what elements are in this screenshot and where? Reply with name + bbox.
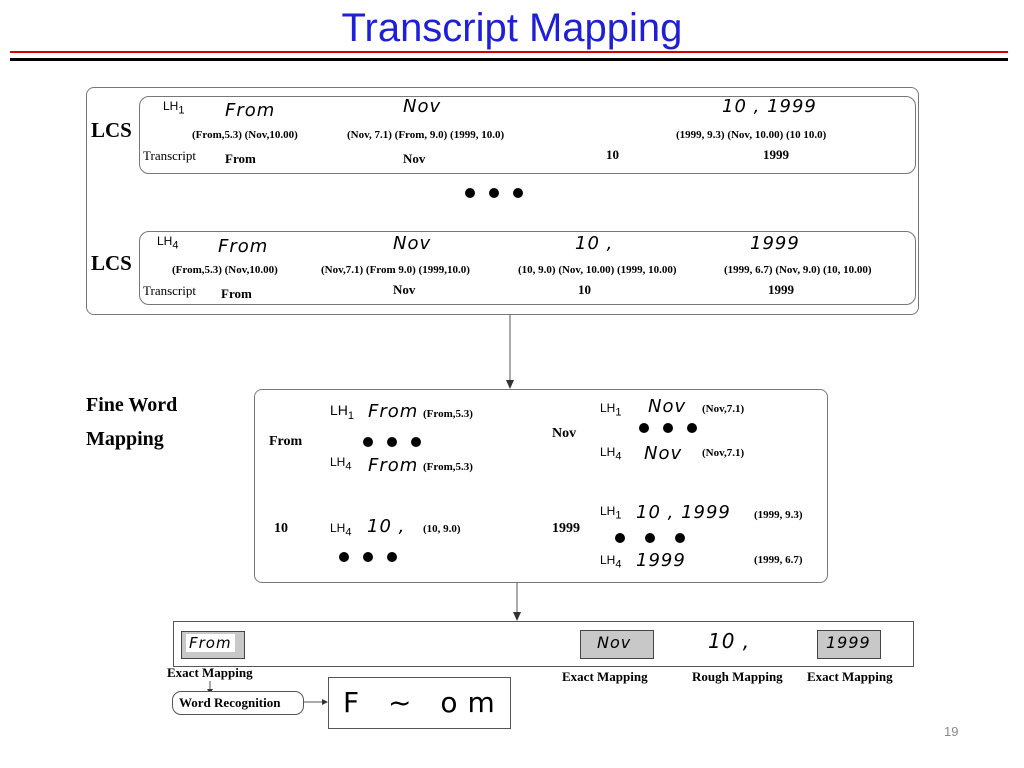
- handwritten-from-lh1: From: [225, 100, 276, 121]
- fine-word-1999: 1999: [552, 521, 580, 536]
- ellipsis-dots-lcs: [465, 188, 523, 198]
- lh4-tag: LH4: [157, 234, 179, 252]
- word-image-1999: 1999: [817, 630, 881, 659]
- fine-hw-nov-lh4: Nov: [644, 443, 683, 464]
- fine-hw-from-lh1: From: [368, 401, 419, 422]
- fine-score-from-lh4: (From,5.3): [423, 461, 473, 473]
- page-number: 19: [944, 724, 959, 739]
- lcs-box-lh1: [139, 96, 916, 174]
- slide-title: Transcript Mapping: [341, 6, 683, 50]
- fine-word-from: From: [269, 434, 303, 449]
- word-image-10: 10 ,: [708, 629, 751, 653]
- fine-lh4-from: LH4: [330, 455, 352, 473]
- fine-word-nov: Nov: [552, 426, 577, 441]
- transcript-label-1: Transcript: [143, 148, 196, 163]
- lcs-label-1: LCS: [91, 118, 132, 142]
- fine-word-10: 10: [274, 521, 288, 536]
- word-image-from: From: [181, 631, 245, 659]
- candidates-1999-lh1: (1999, 9.3) (Nov, 10.00) (10 10.0): [676, 129, 827, 141]
- title-rule-black: [10, 58, 1008, 61]
- fine-hw-1999-lh4: 1999: [636, 550, 686, 571]
- word-image-nov: Nov: [580, 630, 654, 659]
- fine-mapping-panel: [254, 389, 828, 583]
- fine-word-mapping-label-1: Fine Word: [86, 394, 178, 416]
- candidates-nov-lh1: (Nov, 7.1) (From, 9.0) (1999, 10.0): [347, 129, 505, 141]
- fine-lh1-from: LH1: [330, 402, 355, 422]
- fine-word-mapping-label-2: Mapping: [86, 428, 164, 450]
- fine-score-1999-lh1: (1999, 9.3): [754, 509, 803, 521]
- fine-hw-from-lh4: From: [368, 455, 419, 476]
- mapping-result-strip: [173, 621, 914, 667]
- ellipsis-dots-1999: [615, 533, 685, 543]
- label-rough-mapping-10: Rough Mapping: [692, 669, 783, 684]
- fine-hw-1999-lh1: 10 , 1999: [636, 502, 731, 523]
- fine-score-nov-lh4: (Nov,7.1): [702, 447, 745, 459]
- lcs-box-lh4: [139, 231, 916, 305]
- transcript-word-1999-2: 1999: [768, 282, 794, 297]
- ellipsis-dots-10: [339, 552, 397, 562]
- handwritten-10-lh4: 10 ,: [575, 233, 614, 254]
- label-exact-mapping-nov: Exact Mapping: [562, 669, 648, 684]
- word-image-from-text: From: [186, 634, 235, 652]
- candidates-10-lh4: (10, 9.0) (Nov, 10.00) (1999, 10.00): [518, 264, 677, 276]
- word-image-1999-text: 1999: [826, 633, 871, 652]
- fine-hw-10-lh4: 10 ,: [367, 516, 406, 537]
- transcript-word-nov-1: Nov: [403, 151, 426, 166]
- candidates-from-lh4: (From,5.3) (Nov,10.00): [172, 264, 278, 276]
- label-exact-mapping-1999: Exact Mapping: [807, 669, 893, 684]
- transcript-word-from-1: From: [225, 151, 256, 166]
- ellipsis-dots-from: [363, 437, 421, 447]
- handwritten-1999-lh4: 1999: [750, 233, 800, 254]
- candidates-from-lh1: (From,5.3) (Nov,10.00): [192, 129, 298, 141]
- fine-score-nov-lh1: (Nov,7.1): [702, 403, 745, 415]
- word-recognition-label: Word Recognition: [179, 695, 281, 710]
- transcript-word-10-1: 10: [606, 147, 619, 162]
- handwritten-nov-lh1: Nov: [403, 96, 442, 117]
- fine-lh1-1999: LH1: [600, 504, 622, 522]
- transcript-label-2: Transcript: [143, 283, 196, 298]
- handwritten-nov-lh4: Nov: [393, 233, 432, 254]
- lh1-tag: LH1: [163, 99, 185, 117]
- candidates-1999-lh4: (1999, 6.7) (Nov, 9.0) (10, 10.00): [724, 264, 872, 276]
- fine-score-1999-lh4: (1999, 6.7): [754, 554, 803, 566]
- handwritten-from-lh4: From: [218, 236, 269, 257]
- transcript-word-from-2: From: [221, 286, 252, 301]
- fine-score-from-lh1: (From,5.3): [423, 408, 473, 420]
- fine-hw-nov-lh1: Nov: [648, 396, 687, 417]
- fine-lh1-nov: LH1: [600, 401, 622, 419]
- handwritten-date-lh1: 10 , 1999: [722, 96, 817, 117]
- fine-lh4-nov: LH4: [600, 445, 622, 463]
- word-image-nov-text: Nov: [597, 633, 632, 652]
- label-exact-mapping-from: Exact Mapping: [167, 665, 253, 680]
- fine-lh4-10: LH4: [330, 521, 352, 539]
- recognized-word-image: F ~ om: [343, 686, 505, 719]
- fine-lh4-1999: LH4: [600, 553, 622, 571]
- ellipsis-dots-nov: [639, 423, 697, 433]
- transcript-word-1999-1: 1999: [763, 147, 789, 162]
- transcript-word-nov-2: Nov: [393, 282, 416, 297]
- title-rule-red: [10, 51, 1008, 53]
- transcript-word-10-2: 10: [578, 282, 591, 297]
- lcs-label-2: LCS: [91, 251, 132, 275]
- fine-score-10: (10, 9.0): [423, 523, 461, 535]
- word-recognition-box: Word Recognition: [172, 691, 304, 715]
- recognized-word-box: F ~ om: [328, 677, 511, 729]
- candidates-nov-lh4: (Nov,7.1) (From 9.0) (1999,10.0): [321, 264, 470, 276]
